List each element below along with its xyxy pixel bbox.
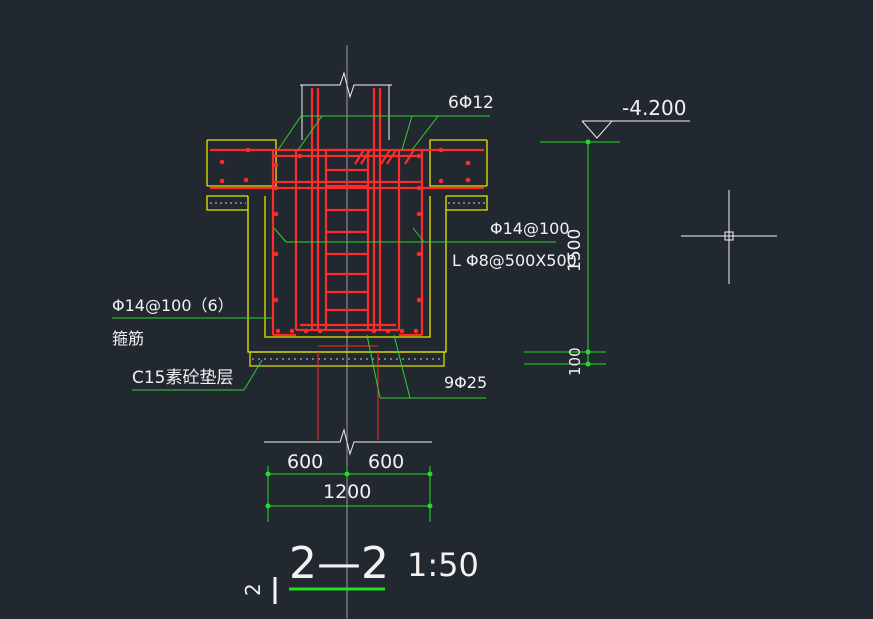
- rebar-cage: [210, 88, 484, 337]
- cushion-layer: [210, 202, 486, 367]
- cushion-label: C15素砼垫层: [132, 368, 234, 388]
- elevation-marker: [581, 120, 690, 139]
- scale-label: 1:50: [407, 546, 479, 584]
- rebar-dots: [219, 147, 471, 334]
- left-half-dim: 600: [287, 451, 323, 473]
- top-bars-label: 6Φ12: [448, 93, 494, 113]
- section-ref: 2: [241, 583, 265, 596]
- right-half-dim: 600: [368, 451, 404, 473]
- elevation-label: -4.200: [622, 96, 686, 120]
- dimension-ticks: [265, 139, 591, 509]
- beam-label: L Φ8@500X500: [452, 251, 577, 270]
- section-title: 2—2: [289, 538, 389, 589]
- height-main-dim: 1500: [565, 229, 585, 272]
- concrete-outline: [206, 139, 488, 353]
- bottom-bars-label: 9Φ25: [444, 373, 487, 392]
- side-bars-label: Φ14@100: [490, 219, 570, 238]
- column-extension: [317, 345, 379, 440]
- stirrup-spec-label: Φ14@100（6）: [112, 296, 234, 315]
- leader-lines: [112, 115, 556, 399]
- height-cushion-dim: 100: [566, 347, 584, 376]
- break-lines: [264, 71, 432, 456]
- stirrup-name-label: 箍筋: [112, 329, 144, 348]
- crosshair-icon: [681, 190, 777, 284]
- total-width-dim: 1200: [323, 481, 371, 503]
